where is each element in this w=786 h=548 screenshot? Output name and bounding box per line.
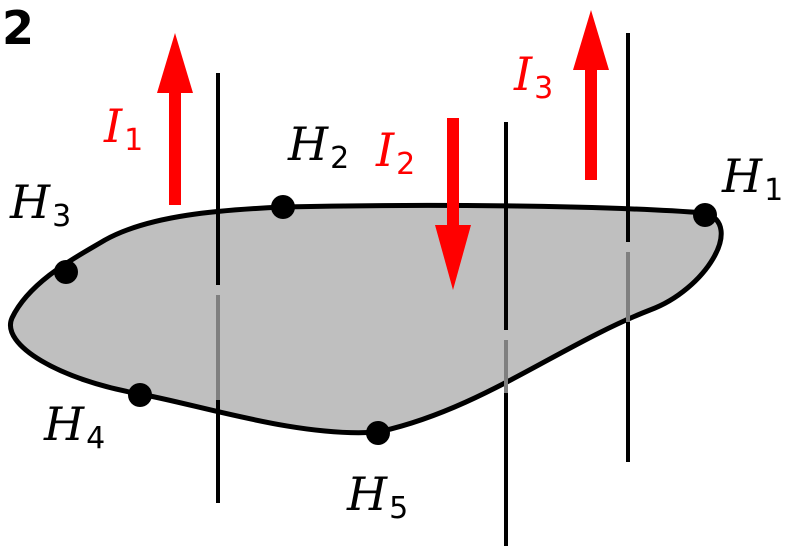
point-h5: [366, 421, 390, 445]
panel-number: 2: [2, 1, 34, 55]
point-h2: [271, 195, 295, 219]
current-label-i3: I3: [513, 47, 553, 106]
point-label-h4: H4: [43, 397, 105, 456]
current-label-i1: I1: [103, 99, 143, 158]
point-h3: [54, 260, 78, 284]
arrow-head-down: [435, 225, 471, 290]
closed-region: [8, 202, 724, 436]
point-label-h2: H2: [287, 117, 349, 176]
current-arrow-i1: [157, 33, 193, 205]
current-arrow-i2: [435, 118, 471, 290]
current-arrow-i3: [573, 10, 609, 180]
point-label-h5: H5: [346, 467, 408, 526]
arrow-shaft: [169, 85, 181, 205]
arrow-shaft: [585, 60, 597, 180]
point-label-h1: H1: [721, 149, 783, 208]
arrow-shaft: [447, 118, 459, 230]
arrow-head-up: [157, 33, 193, 93]
point-h4: [128, 383, 152, 407]
arrow-head-up: [573, 10, 609, 70]
point-label-h3: H3: [9, 175, 71, 234]
current-label-i2: I2: [375, 123, 415, 182]
point-h1: [693, 203, 717, 227]
